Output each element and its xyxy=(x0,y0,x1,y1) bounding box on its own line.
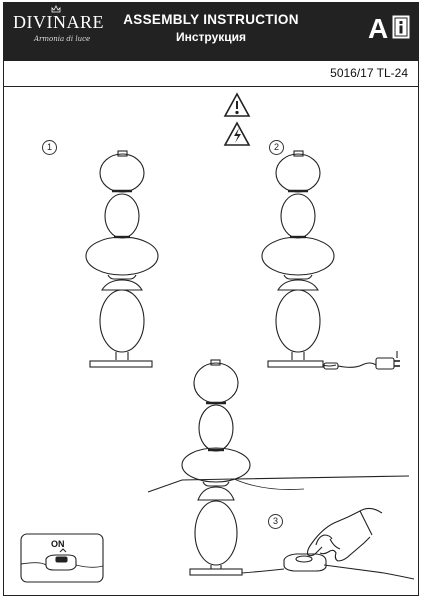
brand-tagline: Armonia di luce xyxy=(34,35,91,43)
lamp-step-3 xyxy=(181,359,251,576)
step-number-1: 1 xyxy=(42,140,57,155)
instruction-book-icon xyxy=(392,15,410,39)
switch-inset xyxy=(20,533,104,583)
brand-logo: DIVINARE xyxy=(13,12,104,32)
switch-on-label: ON xyxy=(51,539,65,549)
crown-icon xyxy=(51,5,61,13)
instruction-page: DIVINARE Armonia di luce ASSEMBLY INSTRU… xyxy=(3,2,419,596)
step-number-3: 3 xyxy=(268,514,283,529)
electric-hazard-icon xyxy=(223,121,251,146)
assembly-illustration xyxy=(20,92,415,583)
hand-icon xyxy=(306,507,383,562)
power-switch-icon xyxy=(283,553,327,572)
power-plug-icon xyxy=(375,351,400,370)
model-bar: 5016/17 TL-24 xyxy=(4,61,418,87)
warning-triangle-icon xyxy=(223,92,251,117)
step-number-2: 2 xyxy=(269,140,284,155)
lamp-step-1 xyxy=(85,150,159,368)
title-english: ASSEMBLY INSTRUCTION xyxy=(123,12,299,27)
lamp-step-2 xyxy=(261,150,400,370)
section-letter: A xyxy=(368,13,389,44)
model-number: 5016/17 TL-24 xyxy=(330,66,408,80)
header-bar: DIVINARE Armonia di luce ASSEMBLY INSTRU… xyxy=(4,3,418,61)
title-russian: Инструкция xyxy=(175,30,247,44)
